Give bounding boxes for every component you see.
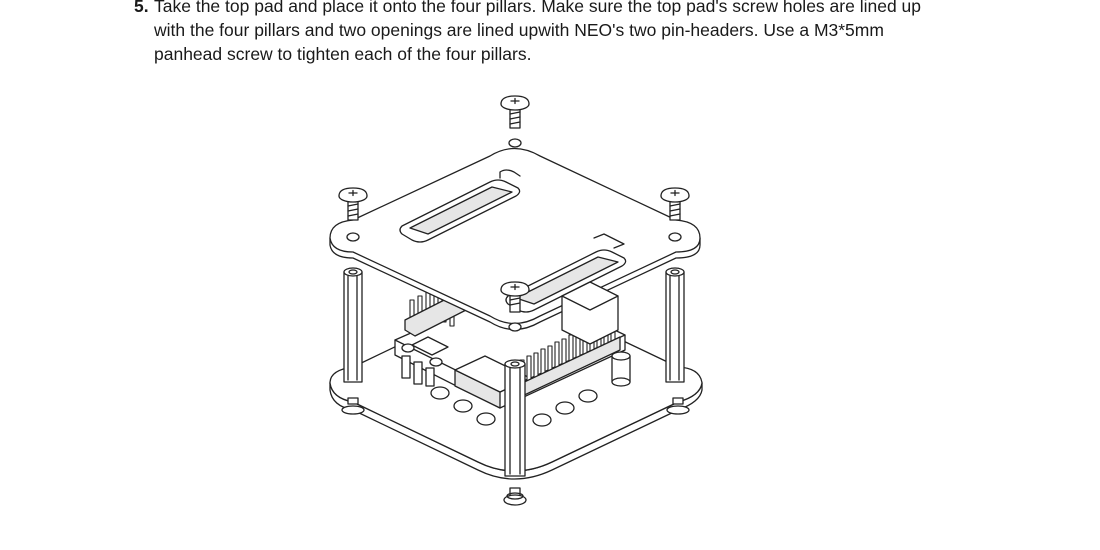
instruction-line-2: with the four pillars and two openings a… xyxy=(154,20,884,40)
assembly-illustration xyxy=(300,88,730,518)
top-screws xyxy=(338,95,690,313)
step-number: 5. xyxy=(134,0,149,16)
bottom-screws xyxy=(341,397,690,506)
instruction-step: 5. Take the top pad and place it onto the… xyxy=(134,0,954,66)
screw-left xyxy=(338,187,368,221)
top-pad xyxy=(329,138,701,332)
screw-right xyxy=(660,187,690,221)
instruction-text-1: Take the top pad and place it onto the f… xyxy=(154,0,922,16)
instruction-line-3: panhead screw to tighten each of the fou… xyxy=(154,44,532,64)
board-component xyxy=(561,281,619,345)
screw-front xyxy=(500,281,530,313)
assembly-drawing xyxy=(329,95,703,506)
screw-back xyxy=(500,95,530,129)
instruction-line-1: 5. Take the top pad and place it onto the… xyxy=(134,0,954,18)
pillars xyxy=(343,267,685,477)
